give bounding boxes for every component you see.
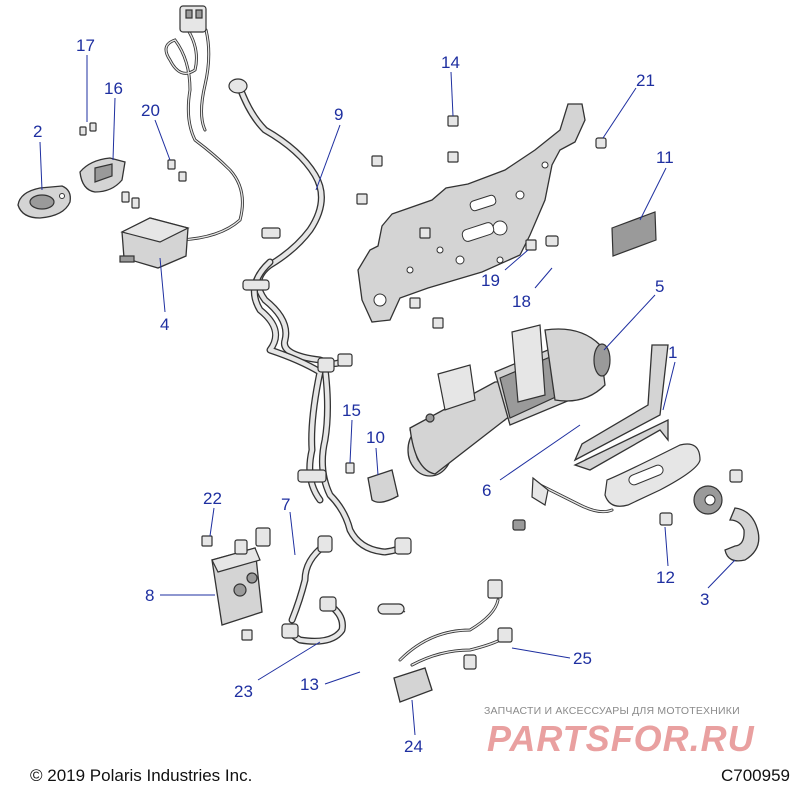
bolts-17-part (79, 122, 140, 209)
leader-19 (504, 249, 529, 271)
leader-14 (450, 71, 454, 117)
callout-21: 21 (636, 71, 655, 90)
screws-20-part (167, 159, 187, 182)
leader-20 (154, 119, 171, 161)
leader-7 (289, 511, 296, 556)
leader-24 (411, 699, 416, 736)
callout-2: 2 (33, 122, 42, 141)
callout-4: 4 (160, 315, 169, 334)
leader-12 (664, 526, 669, 567)
leader-6 (499, 424, 581, 481)
callout-24: 24 (404, 737, 423, 756)
leader-16 (112, 97, 116, 161)
control-module-part (119, 5, 244, 269)
leader-15 (349, 419, 353, 464)
clamp-part (345, 462, 399, 503)
callout-16: 16 (104, 79, 123, 98)
leader-10 (375, 447, 379, 476)
leader-18 (534, 267, 553, 289)
leader-13 (324, 671, 361, 685)
leader-5 (603, 294, 656, 351)
leader-22 (209, 507, 215, 537)
callout-13: 13 (300, 675, 319, 694)
callout-17: 17 (76, 36, 95, 55)
decal-part (611, 211, 657, 257)
winch-mount-plate-part (357, 103, 586, 323)
leader-21 (602, 87, 637, 139)
switch-harness-part (377, 579, 513, 703)
leader-25 (511, 647, 571, 659)
leader-9 (315, 124, 341, 191)
callout-14: 14 (441, 53, 460, 72)
power-cable-7-part (288, 535, 333, 624)
callout-22: 22 (203, 489, 222, 508)
plate-bolts-part (356, 115, 607, 329)
callout-23: 23 (234, 682, 253, 701)
watermark-brand: PARTSFOR.RU (487, 718, 755, 759)
winch-harness-part (228, 78, 412, 556)
remote-bracket-part (79, 157, 126, 193)
callout-10: 10 (366, 428, 385, 447)
winch-cable-part (512, 476, 614, 531)
hook-part (659, 469, 760, 562)
drawing-number: C700959 (720, 766, 790, 785)
callout-3: 3 (700, 590, 709, 609)
callout-19: 19 (481, 271, 500, 290)
copyright-notice: © 2019 Polaris Industries Inc. (30, 766, 253, 785)
callout-18: 18 (512, 292, 531, 311)
winch-assembly-part (407, 324, 611, 477)
leader-4 (159, 257, 166, 313)
callout-1: 1 (668, 343, 677, 362)
solenoid-part (201, 527, 271, 641)
leader-23 (257, 641, 321, 681)
callout-12: 12 (656, 568, 675, 587)
leader-lines (39, 55, 736, 736)
callout-9: 9 (334, 105, 343, 124)
leader-11 (639, 167, 667, 221)
callout-8: 8 (145, 586, 154, 605)
callout-labels: 1 2 3 4 5 6 7 8 9 10 11 12 13 14 15 16 1… (33, 36, 709, 756)
wireless-remote-part (17, 185, 71, 219)
leader-1 (662, 361, 676, 411)
fairlead-bracket-part (573, 344, 701, 507)
callout-20: 20 (141, 101, 160, 120)
power-cable-23-part (281, 596, 346, 645)
watermark-tagline: ЗАПЧАСТИ И АКСЕССУАРЫ ДЛЯ МОТОТЕХНИКИ (484, 705, 740, 717)
callout-5: 5 (655, 277, 664, 296)
callout-15: 15 (342, 401, 361, 420)
callout-11: 11 (656, 148, 674, 167)
callout-25: 25 (573, 649, 592, 668)
callout-6: 6 (482, 481, 491, 500)
leader-2 (39, 141, 43, 191)
callout-7: 7 (281, 495, 290, 514)
leader-3 (707, 559, 736, 589)
